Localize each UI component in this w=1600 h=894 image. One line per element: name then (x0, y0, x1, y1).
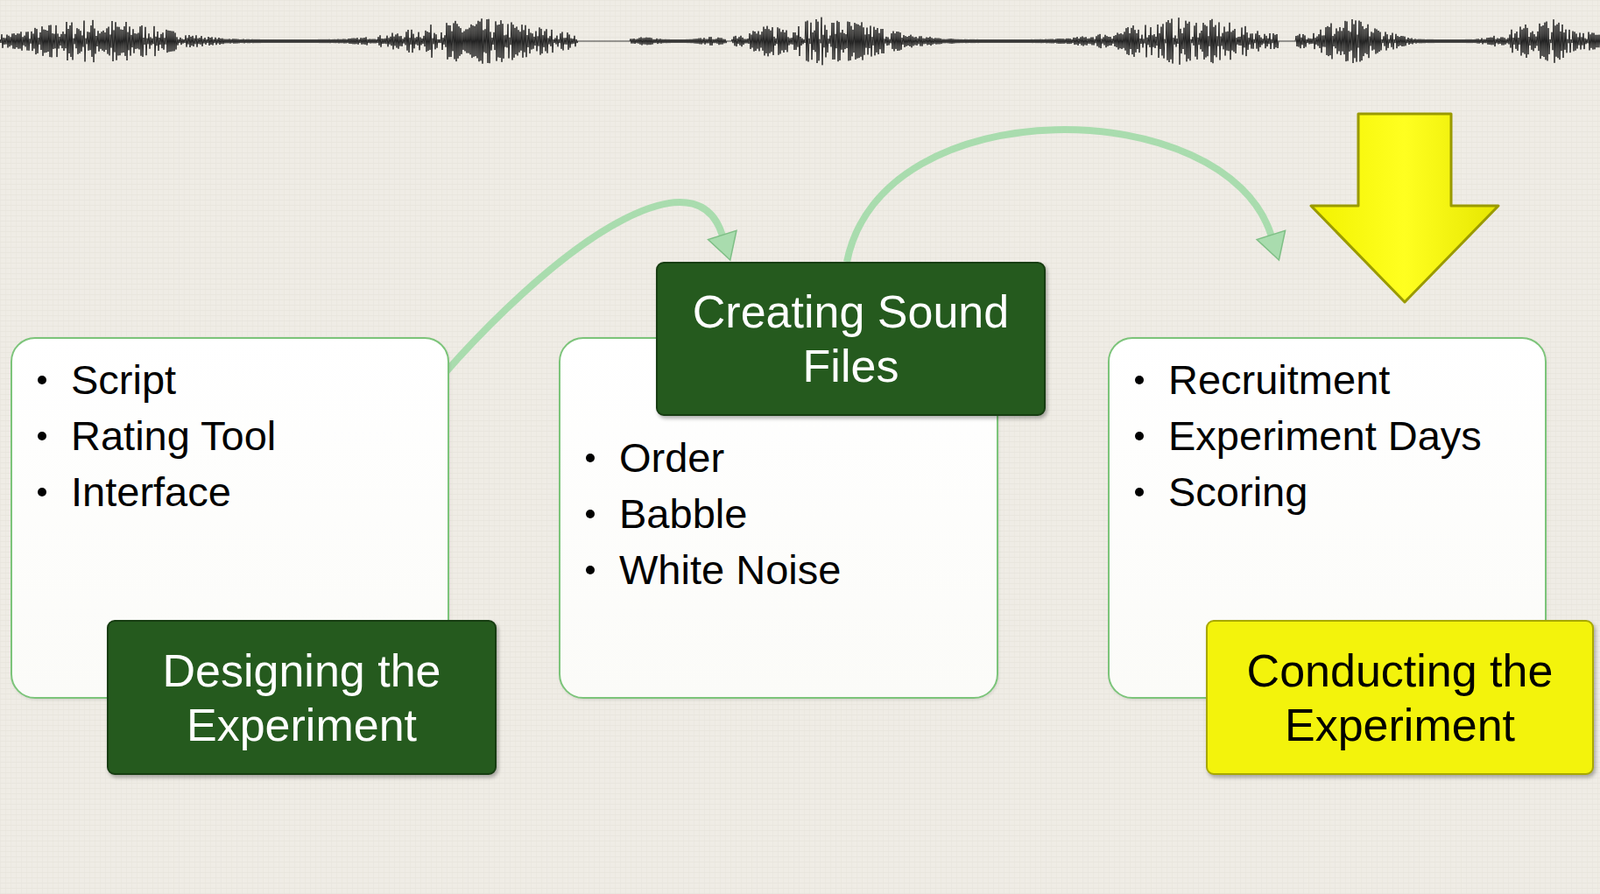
bullet-dot (1134, 487, 1144, 497)
bullet-dot (37, 487, 47, 497)
waveform (0, 0, 1600, 88)
bullet-row: Interface (37, 464, 434, 521)
bullet-row: Script (37, 352, 434, 409)
curved-arrow (846, 129, 1286, 262)
stage-label: Creating Sound Files (668, 284, 1034, 394)
bullet-row: Rating Tool (37, 408, 434, 465)
bullet-dot (585, 509, 595, 519)
bullet-row: Babble (585, 486, 983, 543)
bullet-row: Experiment Days (1134, 408, 1531, 465)
bullet-text: Interface (70, 464, 232, 521)
stage-label-box: Creating Sound Files (655, 261, 1046, 416)
bullet-text: White Noise (619, 542, 841, 599)
bullet-text: Experiment Days (1168, 408, 1482, 465)
arrow-shaft (846, 129, 1271, 262)
highlight-arrow (1311, 113, 1499, 303)
bullet-text: Rating Tool (70, 408, 276, 465)
bullet-dot (1134, 431, 1144, 441)
bullet-dot (37, 375, 47, 385)
stage-label: Conducting the Experiment (1218, 643, 1582, 753)
bullet-row: Order (585, 429, 983, 487)
bullet-row: Recruitment (1134, 352, 1531, 409)
stage-label: Designing the Experiment (119, 643, 485, 753)
bullet-dot (585, 453, 595, 463)
bullet-dot (37, 431, 47, 441)
bullet-text: Scoring (1168, 464, 1308, 521)
bullet-dot (1134, 375, 1144, 385)
stage-label-box: Conducting the Experiment (1205, 620, 1594, 776)
waveform-line (0, 17, 1600, 66)
bullet-text: Script (70, 352, 177, 409)
bullet-dot (585, 565, 595, 575)
bullet-text: Order (619, 429, 725, 487)
arrow-head (708, 230, 737, 261)
stage-label-box: Designing the Experiment (106, 620, 497, 776)
bullet-text: Babble (619, 486, 748, 543)
arrow-head (1256, 230, 1285, 261)
bullet-row: Scoring (1134, 464, 1531, 521)
bullet-text: Recruitment (1168, 352, 1390, 409)
bullet-row: White Noise (585, 542, 983, 599)
